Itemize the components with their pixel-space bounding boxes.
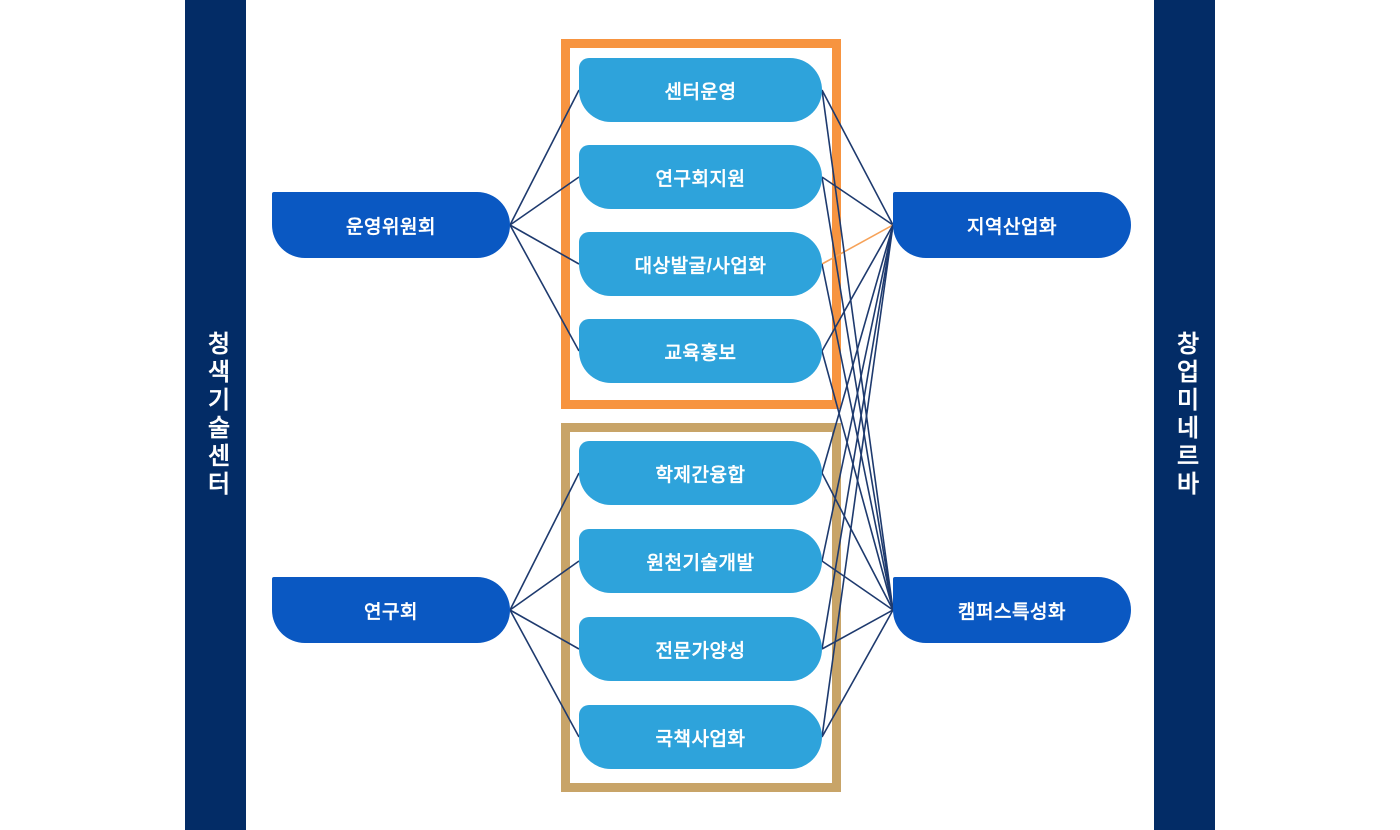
node-label: 연구회 [364, 601, 418, 623]
pill-label: 교육홍보 [664, 342, 737, 364]
node-label: 운영위원회 [346, 216, 436, 238]
pill-interdisciplinary-convergence: 학제간융합 [579, 441, 822, 505]
node-label: 캠퍼스특성화 [958, 601, 1066, 623]
pill-label: 센터운영 [664, 81, 737, 103]
pill-label: 연구회지원 [655, 168, 746, 190]
pill-core-technology-development: 원천기술개발 [579, 529, 822, 593]
pill-education-promotion: 교육홍보 [579, 319, 822, 383]
left-sidebar: 청색기술센터 [185, 0, 246, 830]
pill-target-discovery-commercialization: 대상발굴/사업화 [579, 232, 822, 296]
left-sidebar-label: 청색기술센터 [202, 331, 230, 499]
pill-expert-training: 전문가양성 [579, 617, 822, 681]
right-sidebar-label: 창업미네르바 [1171, 331, 1199, 499]
right-sidebar: 창업미네르바 [1154, 0, 1215, 830]
node-label: 지역산업화 [967, 216, 1057, 238]
pill-center-operation: 센터운영 [579, 58, 822, 122]
node-operating-committee: 운영위원회 [272, 192, 510, 258]
node-research-society: 연구회 [272, 577, 510, 643]
pill-research-group-support: 연구회지원 [579, 145, 822, 209]
pill-label: 원천기술개발 [646, 552, 755, 574]
pill-label: 대상발굴/사업화 [634, 255, 767, 277]
pill-label: 국책사업화 [655, 728, 746, 750]
pill-label: 학제간융합 [655, 464, 746, 486]
pill-label: 전문가양성 [655, 640, 746, 662]
pill-national-project-commercialization: 국책사업화 [579, 705, 822, 769]
node-campus-specialization: 캠퍼스특성화 [893, 577, 1131, 643]
node-regional-industrialization: 지역산업화 [893, 192, 1131, 258]
